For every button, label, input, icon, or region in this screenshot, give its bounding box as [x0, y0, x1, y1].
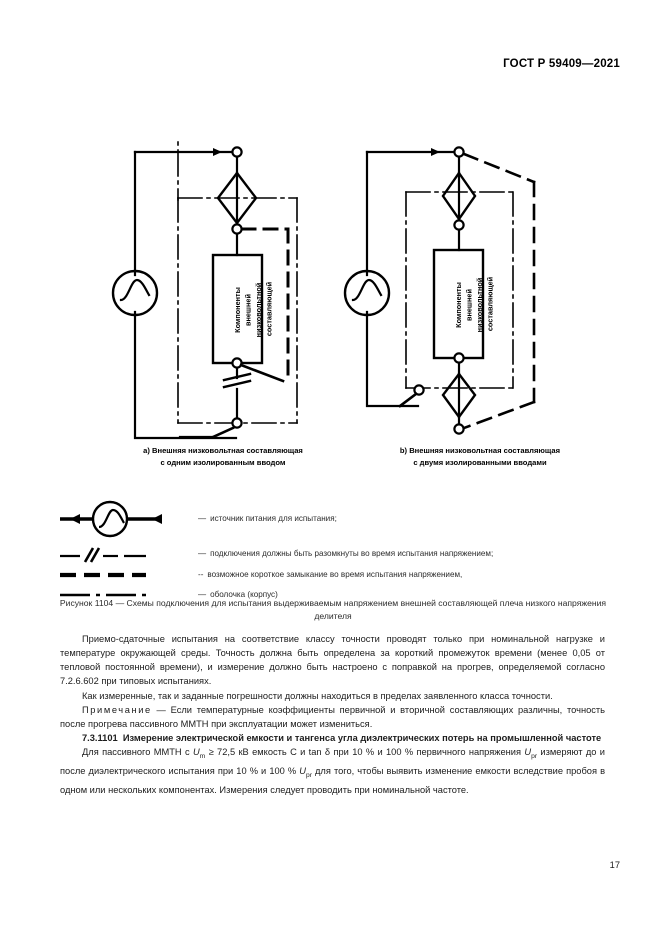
variable-um-subscript: m — [199, 753, 206, 761]
schematic-svg: Компоненты внешней низковольтной составл… — [111, 140, 536, 440]
subcaption-b: b) Внешняя низковольтная составляющая с … — [330, 445, 630, 468]
legend-dash-1: — — [198, 549, 207, 558]
figure-caption: Рисунок 1104 — Схемы подключения для исп… — [48, 597, 618, 623]
paragraph-1: Приемо-сдаточные испытания на соответств… — [60, 634, 605, 687]
paragraph-3-segment-1: Для пассивного ММТН с — [82, 747, 193, 758]
legend-text-open-connection: подключения должны быть разомкнуты во вр… — [210, 549, 494, 558]
paragraph-3-segment-2: ≥ 72,5 кВ емкость C и tan δ при 10 % и 1… — [205, 747, 525, 758]
variable-um: U — [192, 747, 200, 758]
legend-dash-3: — — [198, 590, 207, 599]
legend-dash-0: — — [198, 514, 207, 523]
legend-dash-2: -- — [198, 570, 204, 579]
diagram-a-box-label: Компоненты внешней низковольтной составл… — [233, 281, 274, 338]
clause-title: Измерение электрической емкости и танген… — [122, 733, 602, 744]
variable-upr-1: U — [524, 747, 532, 758]
clause-heading: 7.3.1101 Измерение электрической емкости… — [60, 731, 605, 745]
figure-subcaptions: a) Внешняя низковольтная составляющая с … — [0, 445, 661, 485]
variable-upr-1-subscript: pr — [531, 753, 538, 761]
clause-number: 7.3.1101 — [82, 733, 118, 744]
figure-1104: Компоненты внешней низковольтной составл… — [0, 140, 661, 485]
subcaption-a-line1: a) Внешняя низковольтная составляющая — [143, 446, 303, 455]
dashed-thick-line-symbol — [58, 565, 198, 585]
legend-text-short-circuit: возможное короткое замыкание во время ис… — [207, 570, 463, 579]
figure-legend: —источник питания для испытания; —подклю… — [58, 495, 638, 605]
paragraph-3-segment-3: измеряют до и после диэлектрического исп… — [60, 747, 606, 777]
paragraph-2: Как измеренные, так и заданные погрешнос… — [82, 690, 553, 701]
paragraph-3: Для пассивного ММТН с Um ≥ 72,5 кВ емкос… — [60, 745, 605, 797]
legend-item-source: —источник питания для испытания; — [58, 495, 638, 543]
diagram-a-group — [111, 140, 298, 440]
page-header-standard-id: ГОСТ Р 59409—2021 — [503, 58, 620, 70]
dash-dot-line-symbol — [58, 585, 198, 605]
note-label: Примечание — [82, 704, 152, 715]
subcaption-b-line2: с двумя изолированными вводами — [413, 457, 547, 467]
diagram-b-box-label: Компоненты внешней низковольтной составл… — [454, 276, 495, 333]
legend-item-enclosure: —оболочка (корпус) — [58, 585, 638, 605]
variable-upr-2: U — [299, 766, 306, 777]
note-text: — Если температурные коэффициенты первич… — [60, 704, 605, 729]
ac-source-symbol — [58, 495, 198, 543]
subcaption-b-line1: b) Внешняя низковольтная составляющая — [399, 446, 561, 455]
page-number: 17 — [609, 860, 620, 870]
legend-text-source: источник питания для испытания; — [210, 514, 337, 523]
schematic-diagrams: Компоненты внешней низковольтной составл… — [0, 140, 661, 445]
variable-upr-2-subscript: pr — [305, 772, 312, 780]
body-text: Приемо-сдаточные испытания на соответств… — [60, 632, 605, 797]
paragraph-3-segment-4: для того, чтобы выявить изменение емкост… — [60, 766, 606, 796]
open-connection-symbol — [58, 543, 198, 565]
legend-item-short-circuit: --возможное короткое замыкание во время … — [58, 565, 638, 585]
subcaption-a: a) Внешняя низковольтная составляющая с … — [78, 445, 368, 468]
legend-item-open-connection: —подключения должны быть разомкнуты во в… — [58, 543, 638, 565]
note-paragraph: Примечание — Если температурные коэффици… — [60, 703, 605, 731]
subcaption-a-line2: с одним изолированным вводом — [160, 457, 286, 467]
figure-caption-line1: Рисунок 1104 — Схемы подключения для исп… — [59, 598, 498, 608]
diagram-b-group — [343, 146, 536, 435]
figure-caption-line2: плеча низкого напряжения делителя — [314, 598, 607, 621]
legend-text-enclosure: оболочка (корпус) — [210, 590, 278, 599]
